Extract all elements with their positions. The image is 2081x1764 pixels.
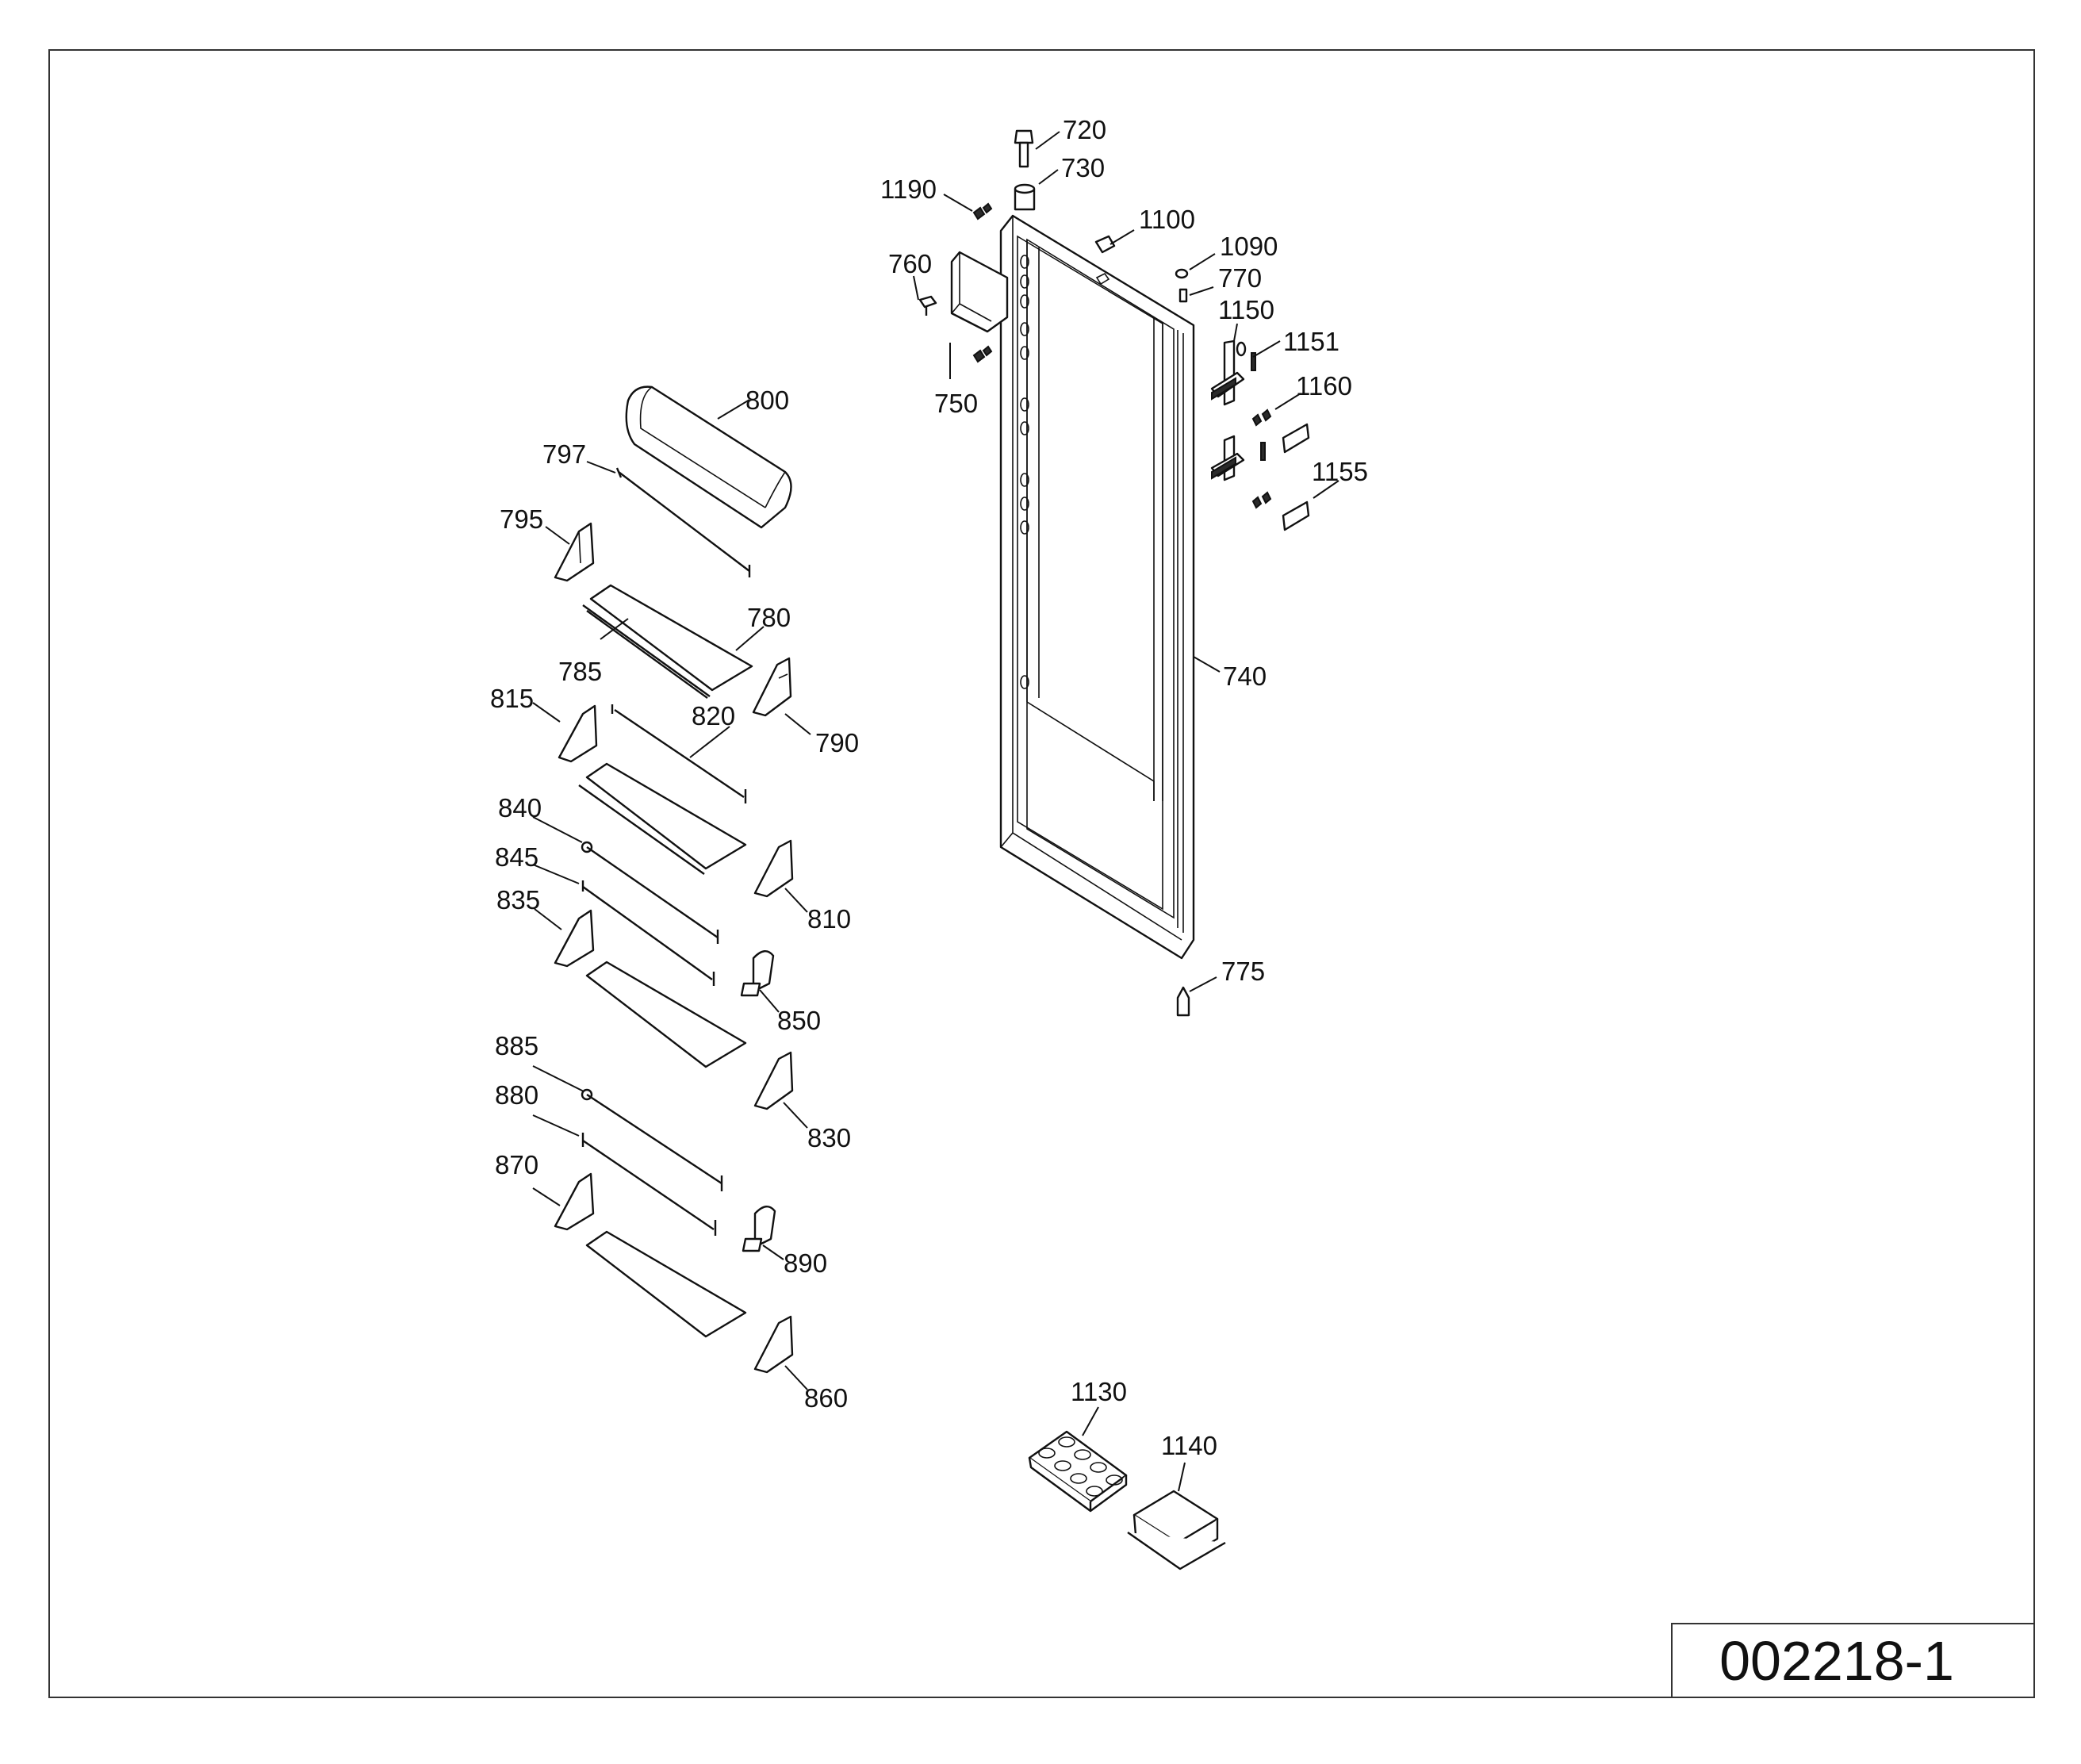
pad-part-1160: [1282, 423, 1310, 454]
bracket-part-860: [753, 1315, 794, 1374]
dairy-compartment-cover: [625, 385, 792, 529]
title-block: [1671, 1623, 2035, 1698]
rod-part-797: [615, 467, 751, 577]
label-810: 810: [807, 904, 851, 934]
storage-box: [1127, 1490, 1226, 1570]
label-890: 890: [784, 1248, 827, 1278]
label-815: 815: [490, 684, 534, 713]
label-800: 800: [745, 385, 789, 415]
label-750: 750: [934, 389, 978, 418]
label-830: 830: [807, 1123, 851, 1152]
clip-part-890: [742, 1206, 776, 1252]
label-760: 760: [888, 249, 932, 278]
side-hinge-assembly: [1210, 339, 1266, 481]
bracket-part-795: [554, 522, 595, 582]
label-1151: 1151: [1283, 327, 1339, 356]
top-hinge-bracket: [950, 251, 1009, 333]
rod-part-845: [581, 880, 715, 986]
screw-part-760: [918, 295, 937, 316]
shelf-part-780: [582, 584, 753, 699]
leader-lines: [532, 131, 1339, 1492]
label-1150: 1150: [1218, 295, 1274, 324]
label-785: 785: [558, 657, 602, 686]
label-790: 790: [815, 728, 859, 757]
label-1130: 1130: [1071, 1377, 1127, 1406]
bracket-part-810: [753, 839, 794, 898]
label-1100: 1100: [1139, 205, 1195, 234]
label-885: 885: [495, 1031, 538, 1060]
screw-part-1160: [1251, 408, 1272, 427]
plug-part-770: [1178, 288, 1188, 303]
label-845: 845: [495, 842, 538, 872]
label-1190: 1190: [880, 174, 937, 204]
label-780: 780: [747, 603, 791, 632]
clip-part-850: [740, 950, 775, 997]
rod-part-840: [581, 841, 719, 944]
label-840: 840: [498, 793, 542, 823]
hinge-pin-part: [1014, 129, 1034, 168]
bracket-part-815: [558, 704, 598, 763]
label-740: 740: [1223, 662, 1267, 691]
shelf-part-third: [585, 961, 747, 1068]
label-820: 820: [692, 701, 735, 731]
label-795: 795: [500, 504, 543, 534]
label-1090: 1090: [1220, 232, 1278, 261]
shelf-part-second: [578, 762, 747, 875]
label-775: 775: [1221, 957, 1265, 986]
label-860: 860: [804, 1383, 848, 1413]
label-1155: 1155: [1312, 457, 1368, 486]
label-835: 835: [496, 885, 540, 915]
screw-part-1155: [1251, 491, 1272, 509]
label-1140: 1140: [1161, 1431, 1217, 1460]
cover-part-1090: [1175, 268, 1189, 279]
cap-part-1100: [1094, 235, 1116, 254]
screw-part-750: [972, 345, 993, 363]
bracket-part-830: [753, 1051, 794, 1110]
bracket-part-870: [554, 1172, 595, 1231]
label-797: 797: [542, 439, 586, 469]
part-number-labels: 720 730 1190 1100 1090 760 770 1150 1151…: [490, 115, 1368, 1460]
shelf-peg-holes: [1020, 255, 1029, 689]
label-770: 770: [1218, 263, 1262, 293]
label-1160: 1160: [1296, 371, 1352, 401]
bushing-part: [1014, 183, 1036, 211]
door-panel: [999, 214, 1195, 960]
label-880: 880: [495, 1080, 538, 1110]
drawing-border: [48, 49, 2035, 1698]
bracket-part-835: [554, 909, 595, 968]
document-id: 002218-1: [1719, 1630, 1954, 1692]
egg-tray: [1028, 1430, 1128, 1513]
pad-part-1155: [1282, 500, 1310, 531]
screw-part-1190: [972, 202, 993, 220]
rod-part-885: [581, 1088, 723, 1191]
rod-part-880: [581, 1133, 717, 1236]
label-870: 870: [495, 1150, 538, 1179]
shelf-part-fourth: [585, 1230, 747, 1338]
label-730: 730: [1061, 153, 1105, 182]
label-720: 720: [1063, 115, 1106, 144]
rod-part-820: [611, 704, 747, 803]
label-850: 850: [777, 1006, 821, 1035]
bottom-pin-part: [1176, 986, 1190, 1017]
bracket-part-790: [752, 657, 792, 717]
